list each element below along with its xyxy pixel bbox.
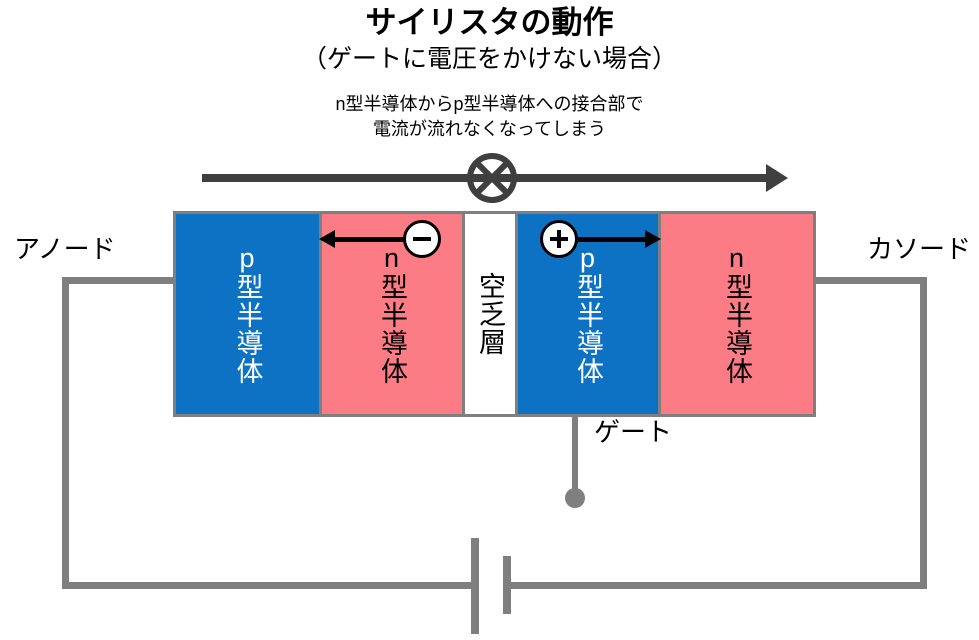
- battery-negative-plate-icon: [503, 556, 511, 614]
- caption-line-2: 電流が流れなくなってしまう: [372, 119, 607, 139]
- hole-direction-arrow: [576, 230, 661, 248]
- layer-depletion-label: 空乏層: [475, 272, 505, 356]
- diagram-caption: n型半導体からp型半導体への接合部で 電流が流れなくなってしまう: [0, 92, 979, 142]
- layer-p-type-2-label: p型半導体: [573, 243, 603, 385]
- caption-line-1: n型半導体からp型半導体への接合部で: [335, 94, 644, 114]
- wire-cathode-horizontal: [813, 277, 927, 284]
- layer-depletion-region: 空乏層: [465, 214, 518, 414]
- gate-label: ゲート: [594, 417, 673, 447]
- layer-n-type-1-label: n型半導体: [377, 243, 407, 385]
- gate-terminal-dot-icon: [565, 488, 585, 508]
- wire-right-vertical: [920, 277, 927, 589]
- wire-left-vertical: [62, 277, 69, 589]
- wire-bottom-right: [506, 582, 927, 589]
- battery-positive-plate-icon: [471, 538, 479, 634]
- wire-bottom-left: [62, 582, 474, 589]
- page-subtitle: （ゲートに電圧をかけない場合）: [301, 45, 677, 73]
- electron-carrier-icon: [403, 220, 441, 258]
- current-arrow-shaft: [202, 174, 772, 182]
- layer-p-type-1: p型半導体: [176, 214, 322, 414]
- layer-n-type-2-label: n型半導体: [722, 243, 752, 385]
- thyristor-layer-stack: p型半導体 n型半導体 空乏層 p型半導体 n型半導体: [173, 211, 816, 417]
- gate-terminal-line: [572, 417, 578, 493]
- blocked-current-cross-circle-icon: [466, 152, 518, 204]
- layer-n-type-2: n型半導体: [661, 214, 813, 414]
- page-title: サイリスタの動作: [365, 5, 614, 40]
- wire-anode-horizontal: [62, 277, 176, 284]
- hole-carrier-icon: [540, 220, 578, 258]
- cathode-label: カソード: [866, 234, 971, 264]
- current-arrow-head-icon: [766, 164, 788, 192]
- electron-direction-arrow: [319, 230, 406, 248]
- layer-p-type-1-label: p型半導体: [232, 243, 263, 385]
- layer-n-type-1: n型半導体: [319, 214, 465, 414]
- layer-p-type-2: p型半導体: [518, 214, 661, 414]
- anode-label: アノード: [14, 234, 116, 264]
